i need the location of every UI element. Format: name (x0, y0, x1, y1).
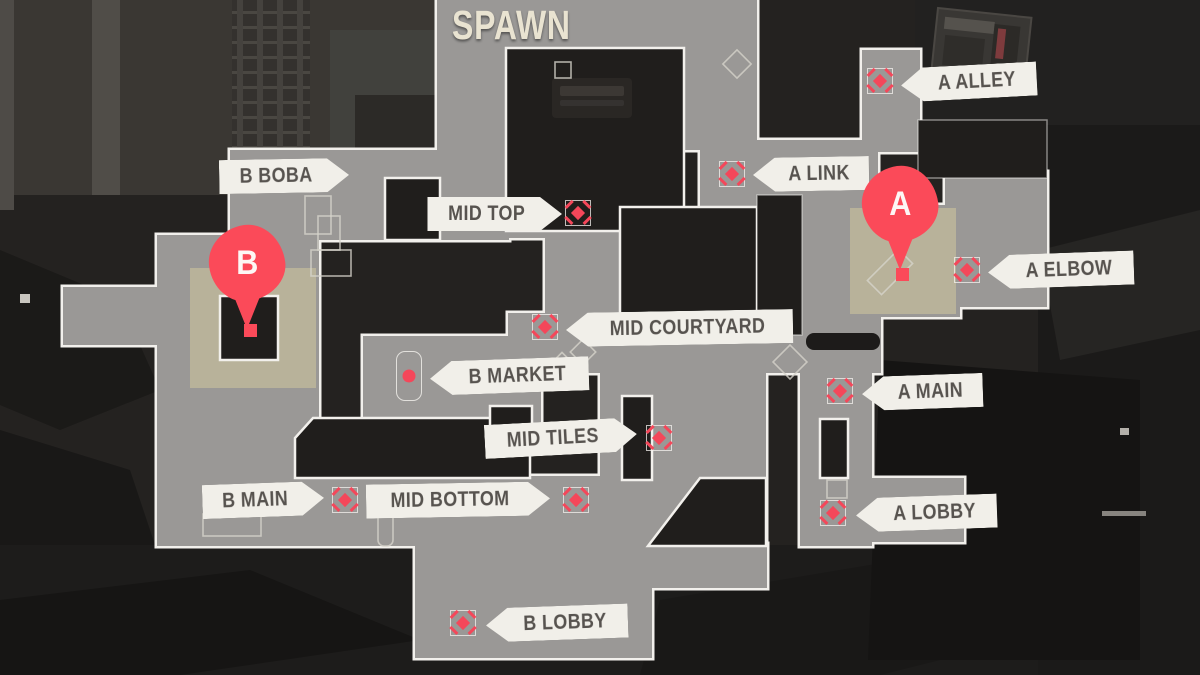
shop-sign (552, 78, 632, 118)
marker-a-lobby (816, 496, 850, 530)
callout-tag-mid-courtyard: MID COURTYARD (566, 309, 794, 347)
pin-anchor (895, 267, 909, 281)
marker-a-main (823, 374, 857, 408)
callout-label: A MAIN (897, 378, 964, 404)
marker-box (565, 200, 591, 226)
pin-letter: B (235, 243, 259, 282)
pin-anchor (243, 323, 257, 337)
counter (806, 333, 880, 350)
marker-box (820, 500, 846, 526)
callout-tag-a-link: A LINK (753, 156, 870, 192)
callout-label: B MARKET (468, 362, 567, 389)
marker-box (646, 425, 672, 451)
callout-tag-a-elbow: A ELBOW (987, 250, 1134, 289)
marker-box (332, 487, 358, 513)
marker-a-elbow (950, 253, 984, 287)
marker-b-market (396, 351, 422, 401)
callout-label: MID COURTYARD (609, 314, 766, 341)
pin-letter: A (888, 184, 912, 223)
callout-tag-a-lobby: A LOBBY (855, 494, 997, 533)
marker-box (450, 610, 476, 636)
callout-tag-b-boba: B BOBA (219, 158, 349, 194)
marker-b-main (328, 483, 362, 517)
marker-b-lobby (446, 606, 480, 640)
callout-label: A LOBBY (892, 499, 977, 526)
callout-label: B MAIN (221, 487, 289, 513)
marker-box (532, 314, 558, 340)
marker-box (827, 378, 853, 404)
bg-speck (1120, 428, 1129, 435)
callout-label: A ELBOW (1025, 256, 1113, 283)
marker-mid-bottom (559, 483, 593, 517)
marker-box (563, 487, 589, 513)
callout-label: B BOBA (239, 163, 313, 188)
marker-box (719, 161, 745, 187)
callout-label: A LINK (788, 161, 850, 186)
callout-label: MID TOP (448, 202, 526, 225)
marker-box (954, 257, 980, 283)
marker-a-alley (863, 64, 897, 98)
marker-box (396, 351, 422, 401)
callout-tag-b-lobby: B LOBBY (485, 604, 628, 643)
marker-mid-top (561, 196, 595, 230)
callout-label: A ALLEY (937, 67, 1017, 95)
marker-dot (402, 369, 416, 383)
callout-label: B LOBBY (522, 609, 608, 636)
marker-a-link (715, 157, 749, 191)
marker-mid-courtyard (528, 310, 562, 344)
callout-tag-mid-bottom: MID BOTTOM (366, 481, 551, 518)
callout-tag-b-market: B MARKET (429, 356, 589, 396)
marker-mid-tiles (642, 421, 676, 455)
bg-speck (20, 294, 30, 303)
callout-label: MID BOTTOM (390, 487, 510, 513)
callout-tag-mid-top: MID TOP (427, 197, 562, 231)
spawn-title: SPAWN (452, 2, 571, 48)
callout-label: MID TILES (506, 424, 600, 452)
building-mid (618, 205, 759, 317)
marker-box (867, 68, 893, 94)
bg-speck (1102, 511, 1146, 516)
